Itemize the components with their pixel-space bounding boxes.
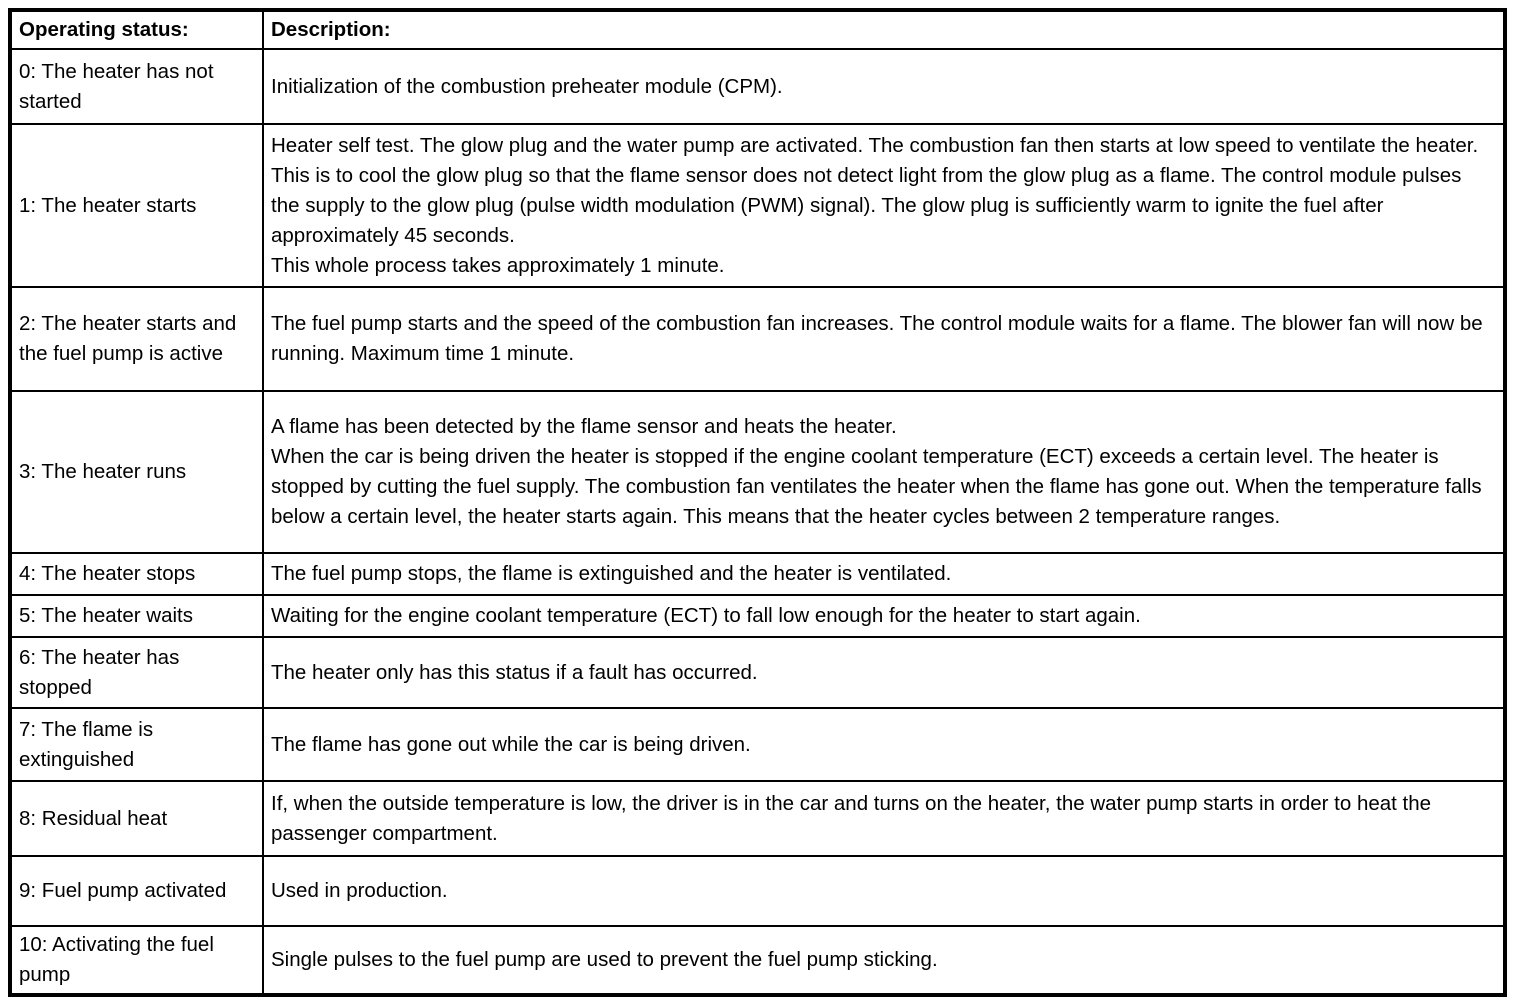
operating-status-cell: 0: The heater has not started xyxy=(9,48,264,125)
operating-status-cell: 3: The heater runs xyxy=(9,390,264,554)
table-row: 9: Fuel pump activated Used in productio… xyxy=(9,855,1506,927)
operating-status-table: Operating status: Description: 0: The he… xyxy=(8,8,1507,997)
description-cell: Used in production. xyxy=(262,855,1506,927)
description-cell: The fuel pump starts and the speed of th… xyxy=(262,286,1506,392)
operating-status-cell: 5: The heater waits xyxy=(9,594,264,638)
description-cell: The flame has gone out while the car is … xyxy=(262,707,1506,782)
table-header-row: Operating status: Description: xyxy=(9,9,1506,50)
operating-status-cell: 4: The heater stops xyxy=(9,552,264,596)
operating-status-cell: 7: The flame is extinguished xyxy=(9,707,264,782)
table-row: 6: The heater has stopped The heater onl… xyxy=(9,636,1506,709)
operating-status-cell: 10: Activating the fuel pump xyxy=(9,925,264,996)
table-row: 8: Residual heat If, when the outside te… xyxy=(9,780,1506,857)
operating-status-cell: 8: Residual heat xyxy=(9,780,264,857)
description-cell: A flame has been detected by the flame s… xyxy=(262,390,1506,554)
description-cell: Single pulses to the fuel pump are used … xyxy=(262,925,1506,996)
description-cell: The heater only has this status if a fau… xyxy=(262,636,1506,709)
operating-status-cell: 6: The heater has stopped xyxy=(9,636,264,709)
table-row: 2: The heater starts and the fuel pump i… xyxy=(9,286,1506,392)
description-cell: Initialization of the combustion preheat… xyxy=(262,48,1506,125)
description-cell: If, when the outside temperature is low,… xyxy=(262,780,1506,857)
table-row: 0: The heater has not started Initializa… xyxy=(9,48,1506,125)
description-cell: Waiting for the engine coolant temperatu… xyxy=(262,594,1506,638)
table-row: 5: The heater waits Waiting for the engi… xyxy=(9,594,1506,638)
operating-status-cell: 2: The heater starts and the fuel pump i… xyxy=(9,286,264,392)
table-row: 1: The heater starts Heater self test. T… xyxy=(9,123,1506,288)
description-cell: The fuel pump stops, the flame is exting… xyxy=(262,552,1506,596)
operating-status-cell: 1: The heater starts xyxy=(9,123,264,288)
table-row: 4: The heater stops The fuel pump stops,… xyxy=(9,552,1506,596)
table-row: 7: The flame is extinguished The flame h… xyxy=(9,707,1506,782)
description-header: Description: xyxy=(262,9,1506,50)
description-cell: Heater self test. The glow plug and the … xyxy=(262,123,1506,288)
table-row: 3: The heater runs A flame has been dete… xyxy=(9,390,1506,554)
table-row: 10: Activating the fuel pump Single puls… xyxy=(9,925,1506,996)
operating-status-header: Operating status: xyxy=(9,9,264,50)
operating-status-cell: 9: Fuel pump activated xyxy=(9,855,264,927)
